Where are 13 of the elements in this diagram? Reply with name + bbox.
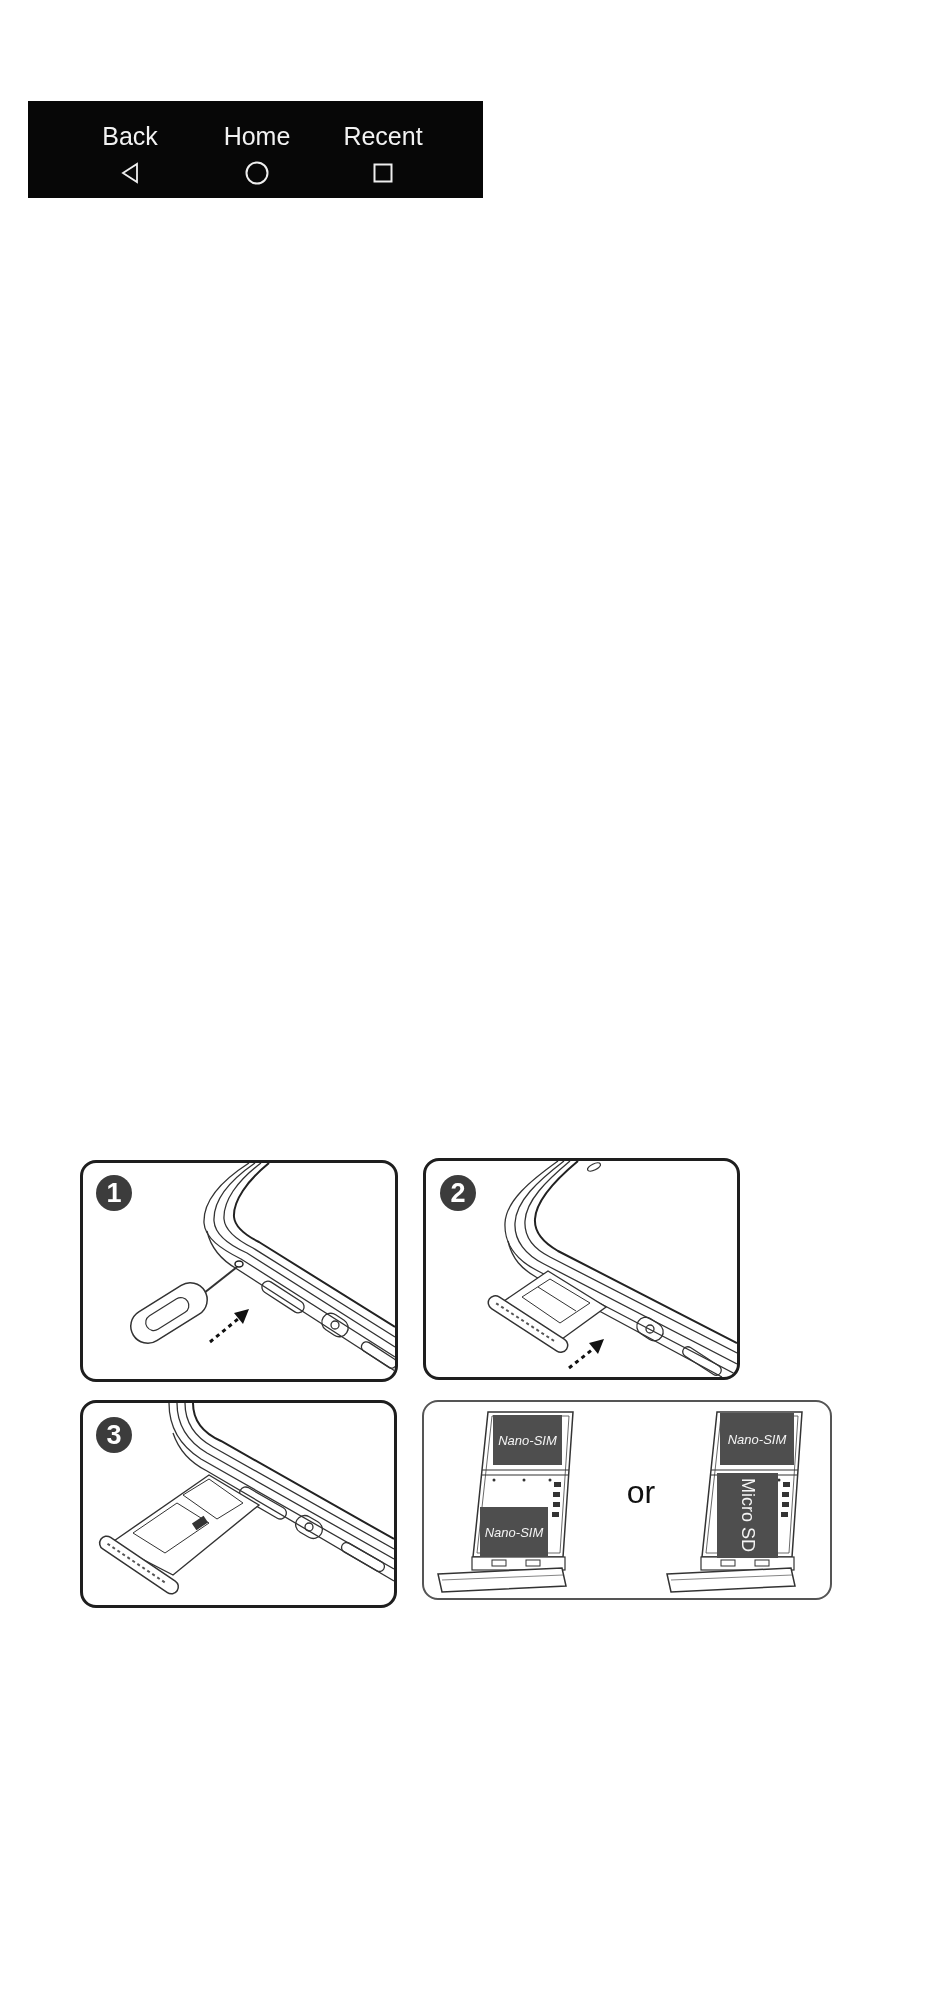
- key-label: Home: [223, 121, 291, 151]
- memory-card: Micro SD: [717, 1473, 778, 1558]
- key-label: Recent: [343, 121, 423, 151]
- key-label: Back: [102, 121, 158, 151]
- or-text: or: [626, 1475, 656, 1509]
- step-number: 2: [440, 1175, 476, 1211]
- sim-card: Nano-SIM: [720, 1413, 794, 1465]
- step-number: 3: [96, 1417, 132, 1453]
- sim-card: Nano-SIM: [493, 1415, 562, 1465]
- step-panel: [422, 1400, 832, 1600]
- sim-card: Nano-SIM: [480, 1507, 548, 1557]
- navigation-bar: [28, 101, 483, 198]
- step-number: 1: [96, 1175, 132, 1211]
